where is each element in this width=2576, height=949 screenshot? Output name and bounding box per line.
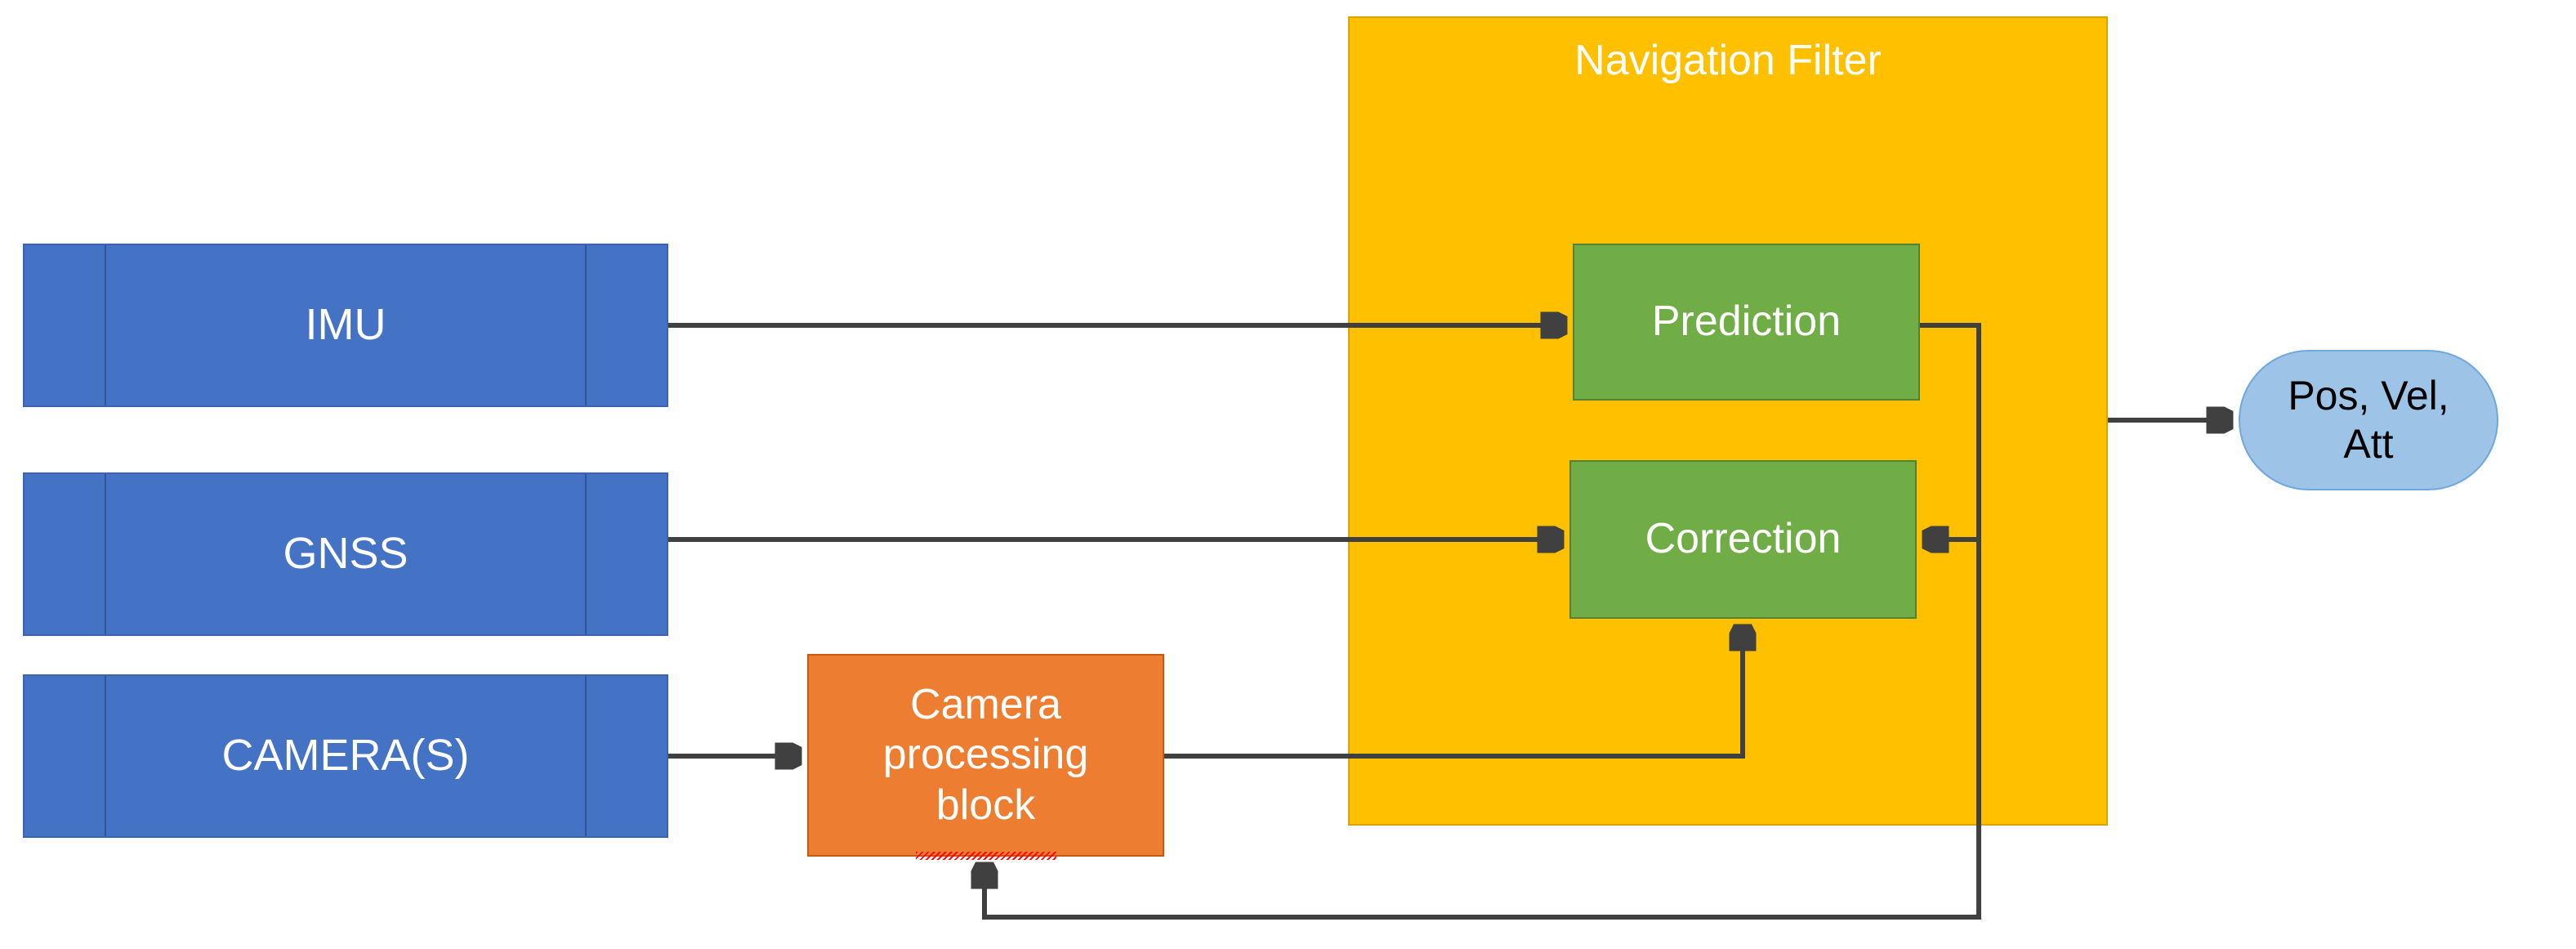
navigation-filter-title: Navigation Filter xyxy=(1574,37,1882,84)
output-pos-vel-att[interactable]: Pos, Vel, Att xyxy=(2239,350,2498,490)
prediction-block-label: Prediction xyxy=(1651,298,1842,346)
sensor-block-cameras[interactable]: CAMERA(S) xyxy=(23,674,668,838)
correction-block-label: Correction xyxy=(1645,515,1842,563)
sensor-label-imu: IMU xyxy=(305,300,386,350)
sensor-label-cameras: CAMERA(S) xyxy=(221,731,470,781)
prediction-block[interactable]: Prediction xyxy=(1573,244,1920,401)
correction-block[interactable]: Correction xyxy=(1569,460,1917,619)
output-pos-vel-att-label: Pos, Vel, Att xyxy=(2288,373,2449,467)
spellcheck-underline-icon xyxy=(915,852,1056,860)
camera-processing-block[interactable]: Camera processing block xyxy=(807,654,1164,860)
sensor-block-gnss[interactable]: GNSS xyxy=(23,472,668,636)
camera-processing-block-label: Camera processing block xyxy=(882,680,1089,829)
navigation-filter-container[interactable]: Navigation Filter xyxy=(1348,16,2108,826)
sensor-block-imu[interactable]: IMU xyxy=(23,244,668,407)
sensor-label-gnss: GNSS xyxy=(283,529,408,579)
